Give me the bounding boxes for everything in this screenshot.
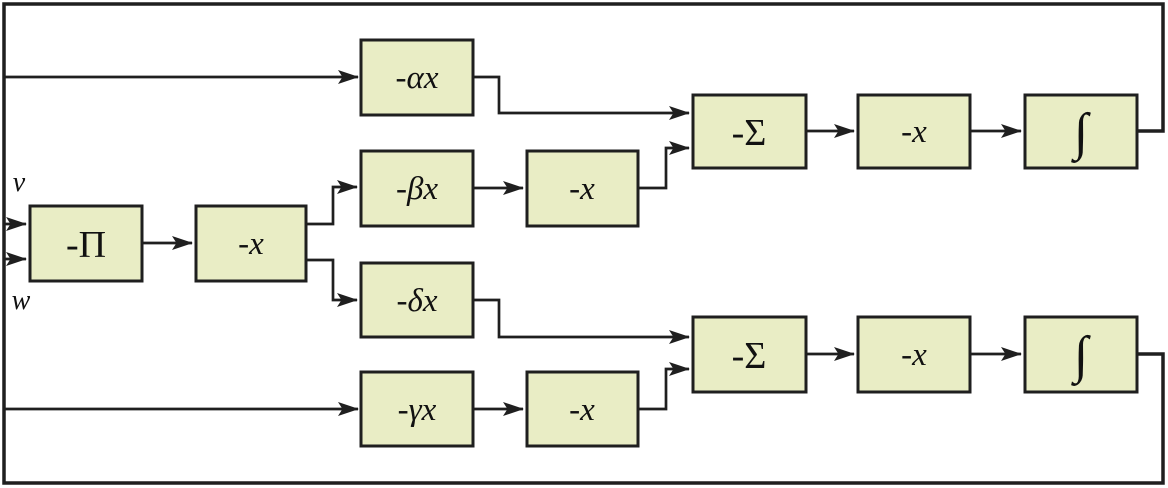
sum-top-label: -Σ (732, 112, 767, 154)
integrator-top-box (1023, 93, 1139, 170)
gain-gamma-box (359, 370, 475, 448)
integrator-bottom-box (1023, 315, 1139, 394)
inverter-beta-label: -x (569, 171, 595, 207)
integrator-top-label: ∫ (1071, 104, 1091, 163)
edge-delta-to-sum-bottom (473, 298, 690, 344)
inverter-main-box (194, 204, 308, 283)
inverter-main-block: -x (194, 204, 308, 283)
sum-top-block: -Σ (691, 93, 808, 170)
sum-bottom-block: -Σ (691, 315, 808, 394)
gain-gamma-block: -γx (359, 370, 475, 448)
sum-bottom-box (691, 315, 808, 394)
integrator-bottom-label: ∫ (1071, 327, 1091, 386)
gain-delta-label: -δx (397, 283, 438, 319)
product-block-label: -Π (66, 224, 106, 266)
edge-inverter-gamma-to-sum-bottom (638, 362, 690, 411)
inverter-top-block: -x (856, 93, 972, 170)
inverter-beta-box (525, 149, 640, 228)
gain-alpha-label: -αx (396, 60, 439, 96)
sum-top-box (691, 93, 808, 170)
edge-alpha-to-sum-top (473, 75, 690, 120)
inverter-bottom-label: -x (901, 337, 927, 373)
product-block: -Π (28, 204, 144, 283)
inverter-top-label: -x (901, 114, 927, 150)
inverter-beta-block: -x (525, 149, 640, 228)
gain-alpha-box (359, 38, 475, 117)
edge-inverter-beta-to-sum-top (638, 141, 690, 190)
inverter-main-label: -x (238, 226, 264, 262)
integrator-bottom-block: ∫ (1023, 315, 1139, 394)
input-label-w: w (12, 285, 31, 316)
inverter-bottom-box (856, 315, 972, 394)
gain-gamma-label: -γx (398, 392, 437, 428)
integrator-top-block: ∫ (1023, 93, 1139, 170)
inverter-top-box (856, 93, 972, 170)
gain-delta-box (359, 261, 475, 339)
input-label-v: v (13, 167, 26, 198)
product-block-box (28, 204, 144, 283)
gain-delta-block: -δx (359, 261, 475, 339)
edge-inverter-main-to-delta (306, 258, 358, 307)
gain-beta-block: -βx (359, 149, 475, 228)
sum-bottom-label: -Σ (732, 335, 767, 377)
inverter-gamma-box (525, 370, 640, 448)
inverter-bottom-block: -x (856, 315, 972, 394)
gain-beta-box (359, 149, 475, 228)
edge-inverter-main-to-beta (306, 180, 358, 226)
gain-alpha-block: -αx (359, 38, 475, 117)
gain-beta-label: -βx (396, 171, 438, 207)
inverter-gamma-label: -x (569, 392, 595, 428)
inverter-gamma-block: -x (525, 370, 640, 448)
